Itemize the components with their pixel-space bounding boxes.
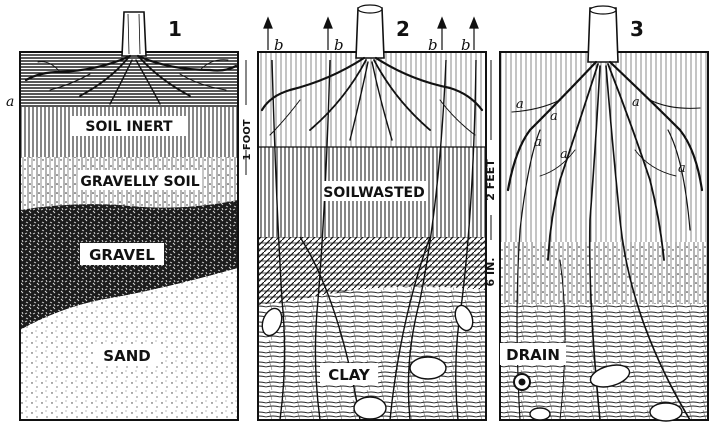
layer-label-clay: CLAY [328, 366, 371, 384]
depth-label-2-feet: 2 FEET [484, 159, 497, 201]
panel-3: 3 a a a a a a [484, 6, 708, 421]
svg-text:2 FEET: 2 FEET [484, 159, 497, 201]
panel-2-number: 2 [396, 17, 410, 41]
stem-3 [588, 8, 618, 62]
svg-text:6 IN.: 6 IN. [484, 258, 497, 287]
svg-text:1 FOOT: 1 FOOT [242, 119, 253, 160]
root-marker-a-6: a [678, 161, 686, 176]
deep-root-zone-layer [500, 52, 708, 242]
root-marker-a-5: a [560, 147, 568, 162]
root-marker-a-3: a [632, 95, 640, 110]
depth-label-6-in: 6 IN. [484, 258, 497, 287]
marker-a-1: a [6, 94, 14, 110]
panel-2: 2 [258, 5, 486, 420]
root-marker-a-1: a [516, 97, 524, 112]
root-marker-a-2: a [550, 109, 558, 124]
marker-b-3: b [428, 36, 438, 54]
topsoil-layer [20, 52, 238, 107]
layer-label-gravel: GRAVEL [89, 246, 155, 264]
mixed-layer [500, 242, 708, 304]
depth-label-1-foot: 1 FOOT [242, 119, 253, 160]
marker-b-4: b [461, 36, 471, 54]
layer-label-sand: SAND [103, 347, 150, 365]
root-zone-layer [258, 52, 486, 147]
root-marker-a-4: a [534, 135, 542, 150]
panel-3-number: 3 [630, 17, 644, 41]
layer-label-drain: DRAIN [506, 346, 560, 364]
layer-label-soil-inert: SOIL INERT [85, 119, 173, 135]
stem-2 [356, 8, 384, 58]
panel-1-number: 1 [168, 17, 182, 41]
panel-1: 1 a 1 FOOT SOIL [6, 12, 253, 420]
layer-label-gravelly-soil: GRAVELLY SOIL [80, 174, 199, 190]
marker-b-1: b [274, 36, 284, 54]
marker-b-2: b [334, 36, 344, 54]
layer-label-soilwasted: SOILWASTED [323, 185, 425, 201]
stem-1 [122, 12, 146, 56]
